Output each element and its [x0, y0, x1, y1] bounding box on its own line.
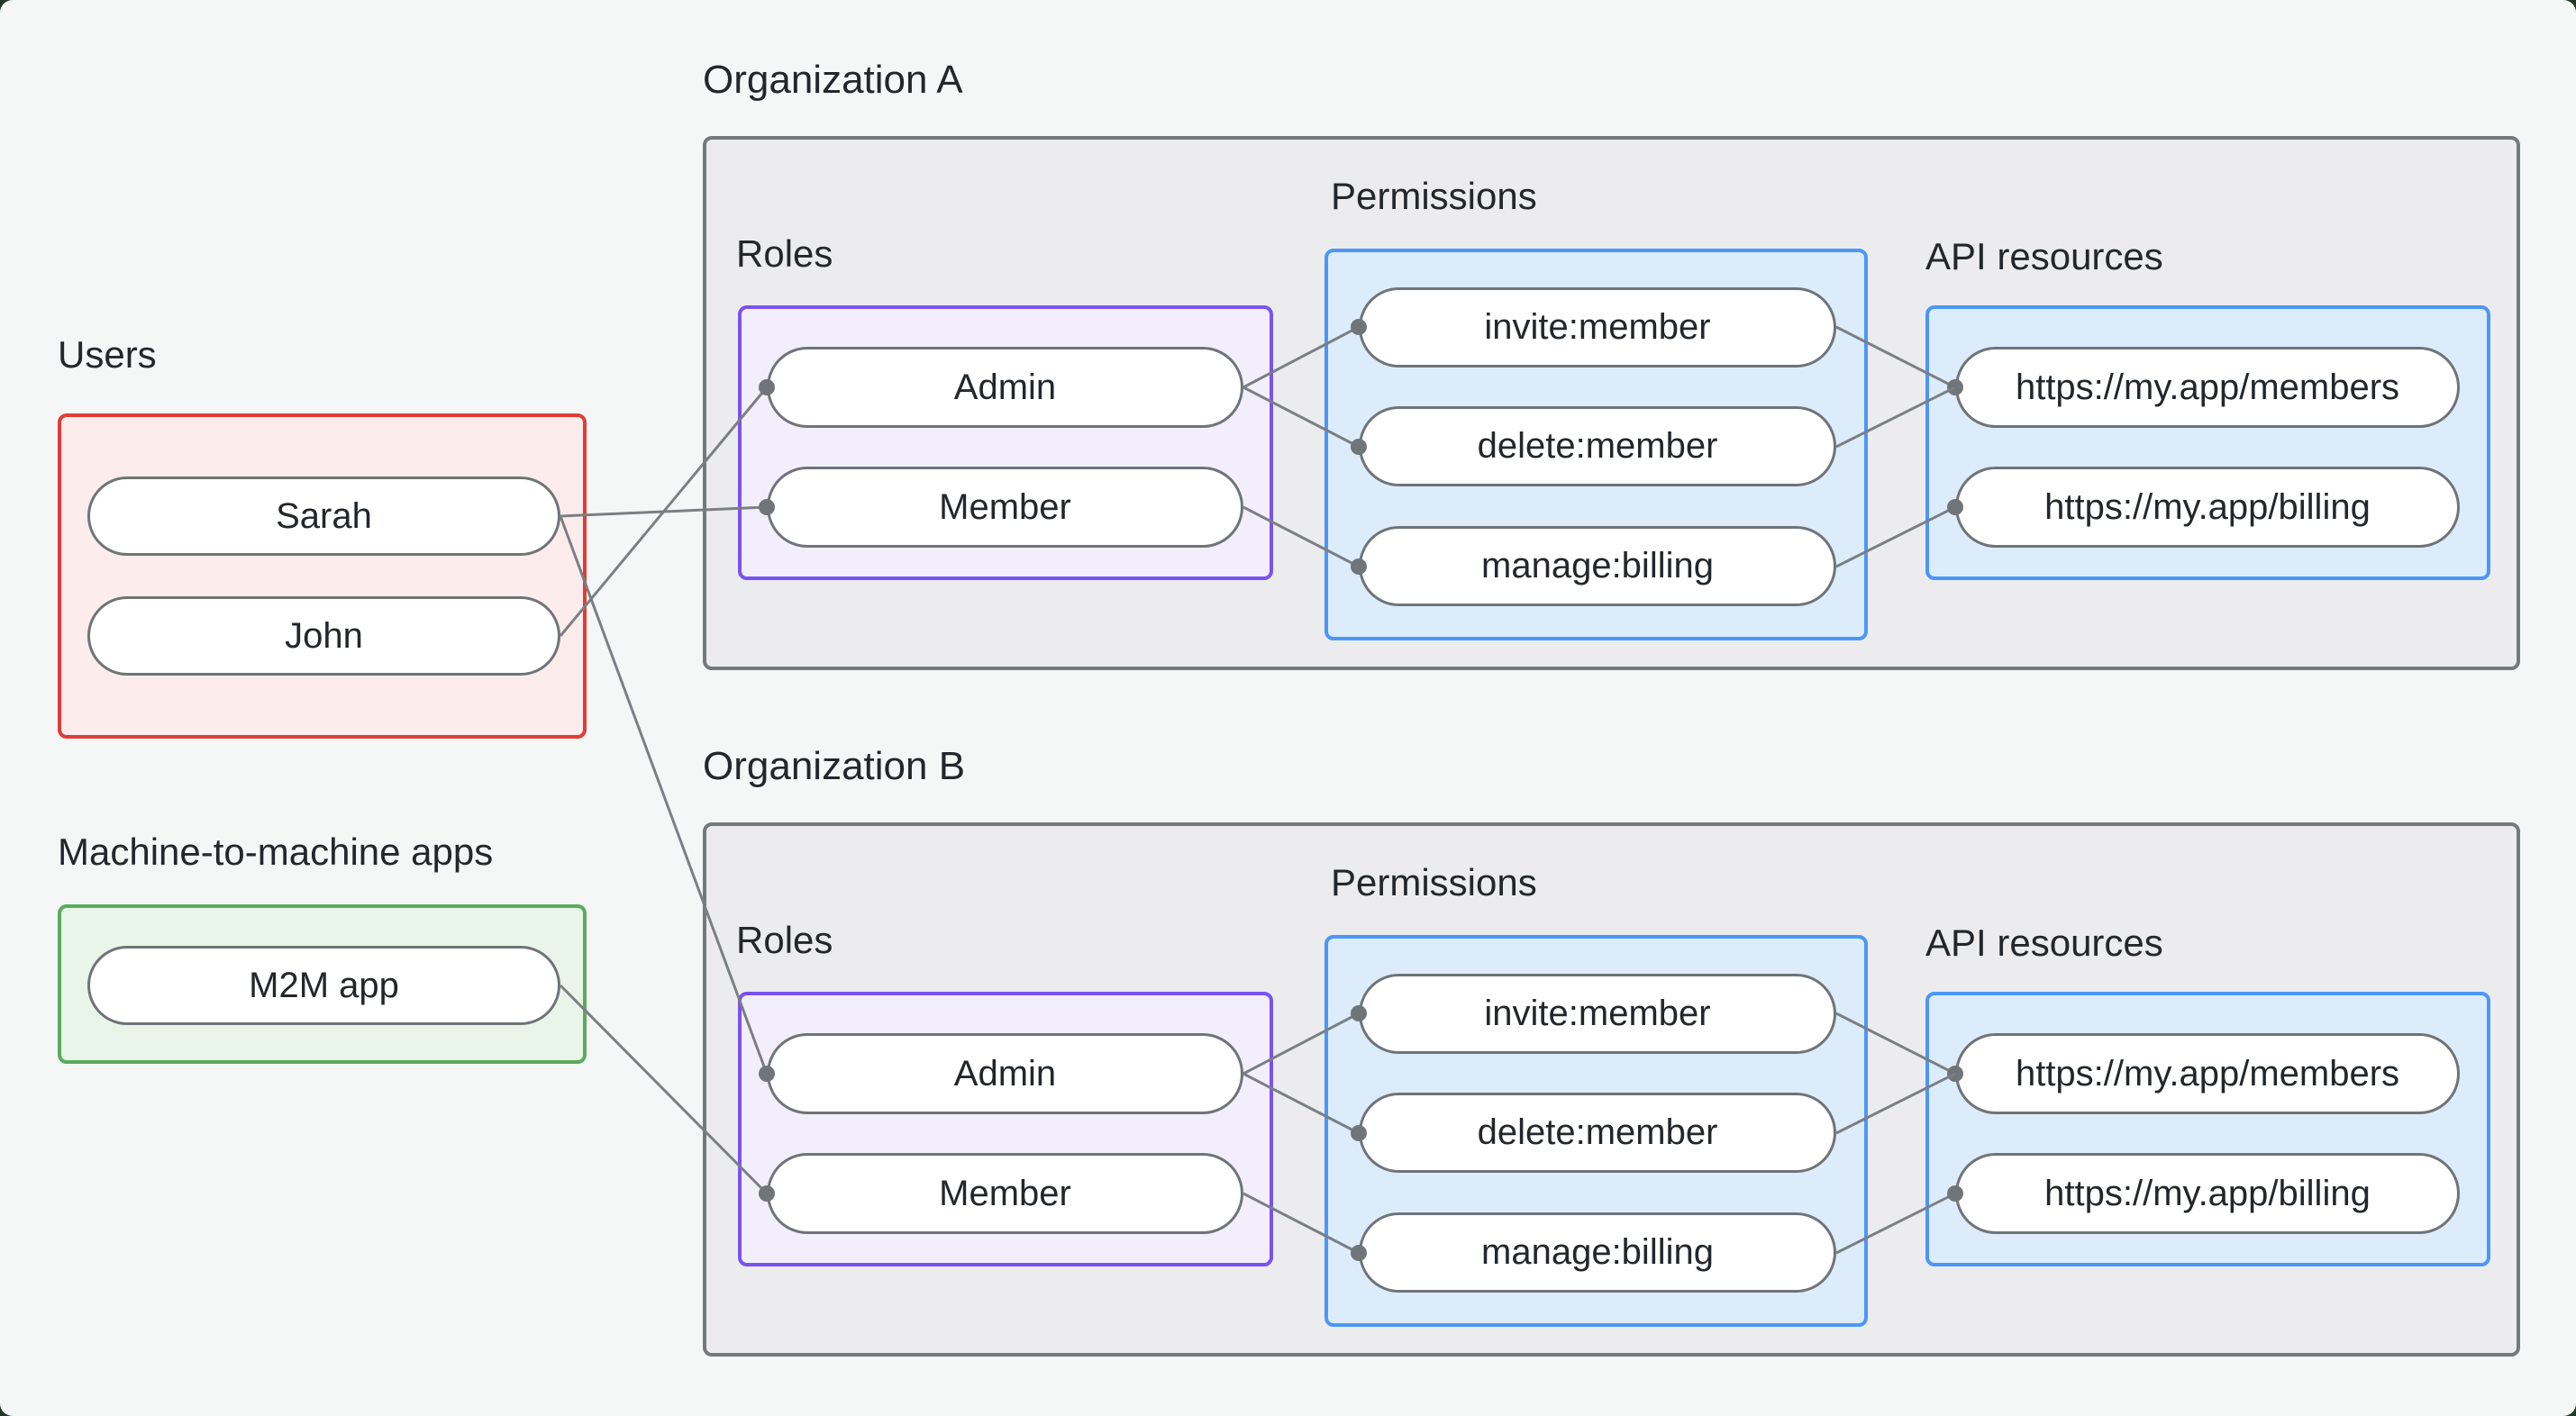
users-group-box	[58, 413, 587, 739]
org-b-api-billing: https://my.app/billing	[1955, 1153, 2460, 1234]
org-a-permission-delete-member-label: delete:member	[1477, 426, 1718, 466]
org-a-role-member-label: Member	[939, 486, 1071, 527]
m2m-app-node-label: M2M app	[249, 965, 399, 1005]
org-b-roles-label: Roles	[736, 919, 833, 961]
org-b-permission-manage-billing: manage:billing	[1359, 1212, 1836, 1293]
org-b-permission-invite-member-label: invite:member	[1484, 994, 1711, 1033]
org-a-title: Organization A	[703, 58, 963, 102]
org-b-role-member-label: Member	[939, 1173, 1071, 1213]
user-node-sarah: Sarah	[87, 477, 560, 556]
users-group-label: Users	[58, 333, 157, 376]
user-node-sarah-label: Sarah	[276, 495, 372, 536]
org-b-api-members: https://my.app/members	[1955, 1033, 2460, 1114]
org-a-api-members-label: https://my.app/members	[2015, 367, 2400, 407]
org-b-permission-delete-member: delete:member	[1359, 1093, 1836, 1173]
org-a-permission-manage-billing-label: manage:billing	[1481, 546, 1714, 585]
org-a-role-member: Member	[767, 467, 1243, 548]
m2m-app-node: M2M app	[87, 946, 560, 1025]
org-a-api-members: https://my.app/members	[1955, 347, 2460, 428]
org-b-permissions-label: Permissions	[1331, 861, 1537, 903]
org-b-api-billing-label: https://my.app/billing	[2044, 1173, 2371, 1213]
org-b-role-admin-label: Admin	[953, 1053, 1057, 1094]
org-b-api-members-label: https://my.app/members	[2015, 1053, 2400, 1094]
user-node-john: John	[87, 596, 560, 676]
org-a-permission-invite-member: invite:member	[1359, 287, 1836, 368]
org-b-permission-delete-member-label: delete:member	[1477, 1112, 1718, 1152]
org-b-api-resources-label: API resources	[1925, 921, 2163, 964]
org-a-api-billing: https://my.app/billing	[1955, 467, 2460, 548]
org-a-permission-manage-billing: manage:billing	[1359, 526, 1836, 606]
org-b-role-member: Member	[767, 1153, 1243, 1234]
m2m-group-label: Machine-to-machine apps	[58, 831, 494, 873]
org-a-role-admin-label: Admin	[953, 367, 1057, 407]
user-node-john-label: John	[285, 615, 363, 656]
org-a-permission-delete-member: delete:member	[1359, 406, 1836, 486]
org-b-title: Organization B	[703, 744, 966, 788]
org-b-role-admin: Admin	[767, 1033, 1243, 1114]
org-a-api-resources-label: API resources	[1925, 235, 2163, 277]
org-a-api-billing-label: https://my.app/billing	[2044, 486, 2371, 527]
org-a-role-admin: Admin	[767, 347, 1243, 428]
org-b-permission-invite-member: invite:member	[1359, 974, 1836, 1054]
org-a-roles-label: Roles	[736, 232, 833, 275]
org-a-permissions-label: Permissions	[1331, 175, 1537, 217]
org-a-permission-invite-member-label: invite:member	[1484, 307, 1711, 347]
org-b-permission-manage-billing-label: manage:billing	[1481, 1232, 1714, 1272]
